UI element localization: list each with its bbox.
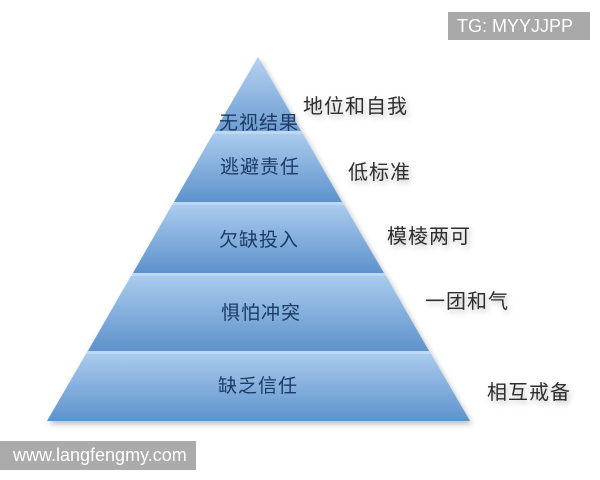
tg-channel-badge: TG: MYYJJPP <box>448 12 590 40</box>
pyramid-level-5-label: 缺乏信任 <box>218 375 298 397</box>
pyramid-level-2-label: 逃避责任 <box>220 156 300 178</box>
pyramid-level-1-side-label: 地位和自我 <box>303 95 408 118</box>
pyramid-level-5-side-label: 相互戒备 <box>487 381 571 404</box>
pyramid-level-4-band <box>88 276 429 351</box>
pyramid-level-4-side-label: 一团和气 <box>425 290 509 313</box>
pyramid-level-2-band <box>174 134 342 202</box>
pyramid-level-3-side-label: 模棱两可 <box>387 225 471 248</box>
pyramid-level-5-band <box>47 354 470 421</box>
pyramid-level-1-label: 无视结果 <box>219 112 299 134</box>
pyramid-level-4-label: 惧怕冲突 <box>221 302 301 324</box>
pyramid-level-2-side-label: 低标准 <box>348 161 411 184</box>
pyramid-level-1-band <box>215 57 301 131</box>
pyramid-level-3-label: 欠缺投入 <box>219 229 299 251</box>
pyramid-level-3-band <box>133 205 384 273</box>
website-watermark: www.langfengmy.com <box>0 441 196 470</box>
